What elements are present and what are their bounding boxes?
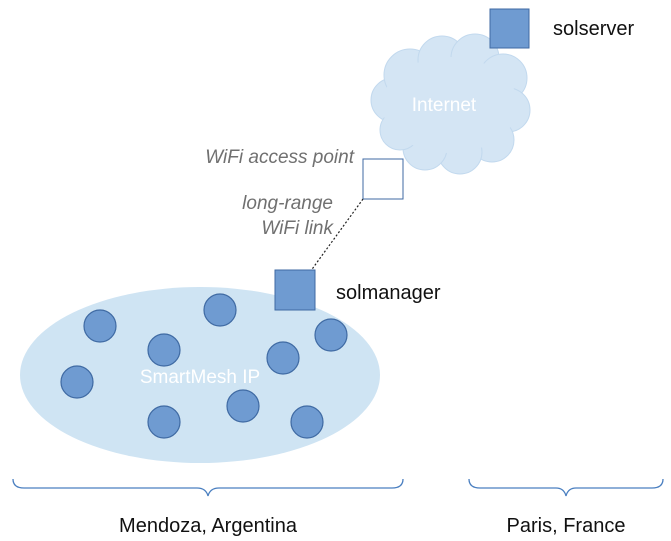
solserver-icon	[489, 8, 530, 49]
wifi-access-point-label: WiFi access point	[205, 147, 354, 168]
wifi-link-label: WiFi link	[261, 218, 334, 239]
mesh-node	[314, 318, 348, 352]
access-point-icon	[362, 158, 404, 200]
mesh-node	[60, 365, 94, 399]
internet-label: Internet	[412, 95, 477, 116]
mesh-node	[147, 333, 181, 367]
mesh-node	[83, 309, 117, 343]
mendoza-label: Mendoza, Argentina	[119, 515, 298, 537]
mendoza-brace	[12, 478, 404, 497]
long-range-label: long-range	[242, 193, 333, 214]
mesh-node	[203, 293, 237, 327]
mesh-node	[147, 405, 181, 439]
solmanager-icon	[274, 269, 316, 311]
smartmesh-label: SmartMesh IP	[140, 367, 260, 388]
solmanager-label: solmanager	[336, 282, 441, 304]
solserver-label: solserver	[553, 18, 634, 40]
internet-cloud: Internet	[370, 33, 531, 175]
mesh-node	[290, 405, 324, 439]
mesh-node	[226, 389, 260, 423]
paris-brace	[468, 478, 664, 497]
paris-label: Paris, France	[507, 515, 626, 537]
mesh-node	[266, 341, 300, 375]
wifi-link-line	[309, 198, 364, 273]
